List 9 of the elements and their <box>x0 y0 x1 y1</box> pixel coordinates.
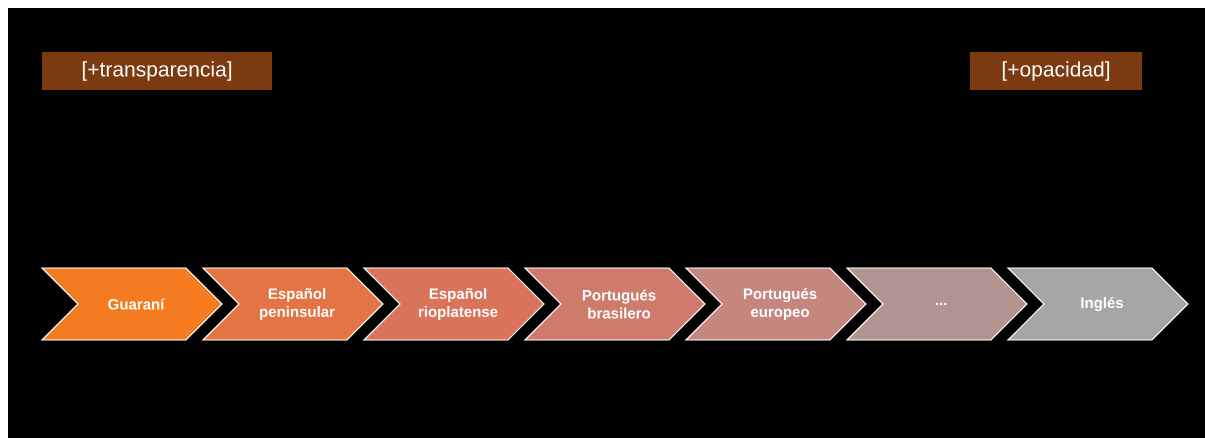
chevron-step: Portugués europeo <box>684 267 867 341</box>
tag-box: [+transparencia] <box>42 52 272 90</box>
chevron-step: Inglés <box>1006 267 1189 341</box>
tag-box: [+opacidad] <box>970 52 1142 90</box>
chevron-step: Guaraní <box>40 267 223 341</box>
chevron-step: ... <box>845 267 1028 341</box>
chevron-step: Español peninsular <box>201 267 384 341</box>
chevron-step: Español rioplatense <box>362 267 545 341</box>
chevron-step: Portugués brasilero <box>523 267 706 341</box>
